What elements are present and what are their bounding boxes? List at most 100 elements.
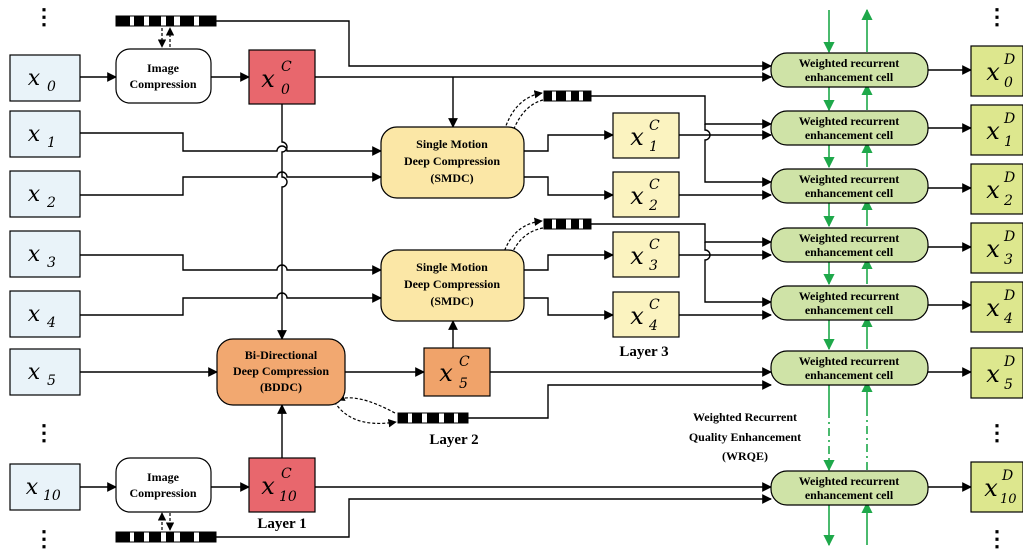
svg-text:D: D xyxy=(1001,468,1013,484)
svg-text:enhancement cell: enhancement cell xyxy=(805,303,894,317)
output-x10d: x D 10 xyxy=(970,461,1023,513)
svg-text:D: D xyxy=(1003,354,1015,370)
svg-text:x: x xyxy=(28,302,41,327)
svg-text:enhancement cell: enhancement cell xyxy=(805,128,894,142)
compressed-x3c: x C 3 xyxy=(612,231,680,278)
svg-text:Quality Enhancement: Quality Enhancement xyxy=(689,430,801,444)
arrow-smdc1-to-x1c xyxy=(524,130,614,152)
image-compression-top: Image Compression xyxy=(115,48,212,104)
svg-text:enhancement cell: enhancement cell xyxy=(805,186,894,200)
svg-text:Weighted recurrent: Weighted recurrent xyxy=(799,172,900,186)
compressed-x1c: x C 1 xyxy=(612,112,680,159)
svg-text:Weighted recurrent: Weighted recurrent xyxy=(799,114,900,128)
svg-text:Weighted recurrent: Weighted recurrent xyxy=(799,354,900,368)
svg-text:1: 1 xyxy=(47,135,56,151)
svg-text:⋮: ⋮ xyxy=(33,4,55,29)
wrqe-recurrence-arrows xyxy=(823,8,873,547)
svg-text:x: x xyxy=(630,242,644,270)
svg-text:C: C xyxy=(459,354,470,370)
svg-text:2: 2 xyxy=(648,198,658,214)
svg-text:10: 10 xyxy=(1000,492,1017,507)
svg-text:x: x xyxy=(28,242,41,267)
svg-text:Deep Compression: Deep Compression xyxy=(404,154,500,168)
svg-text:Image: Image xyxy=(147,61,180,75)
svg-text:C: C xyxy=(649,118,660,134)
svg-text:0: 0 xyxy=(1004,75,1013,91)
compressed-x2c: x C 2 xyxy=(612,171,680,218)
output-x1d: x D 1 xyxy=(970,104,1023,156)
svg-text:C: C xyxy=(281,466,292,482)
svg-text:1: 1 xyxy=(649,139,658,155)
svg-text:x: x xyxy=(26,475,39,500)
layer3-label: Layer 3 xyxy=(619,344,668,360)
cell-3: Weighted recurrent enhancement cell xyxy=(770,227,929,263)
svg-text:x: x xyxy=(986,294,1000,322)
arrow-x0c-to-bddc xyxy=(277,104,288,340)
svg-text:Deep Compression: Deep Compression xyxy=(404,277,500,291)
svg-text:C: C xyxy=(649,237,660,253)
input-x10: x 10 xyxy=(9,463,81,511)
svg-text:1: 1 xyxy=(1004,134,1013,150)
svg-text:0: 0 xyxy=(281,82,290,98)
input-x5: x 5 xyxy=(9,348,81,396)
svg-text:2: 2 xyxy=(46,195,56,211)
svg-text:x: x xyxy=(986,176,1000,204)
svg-text:C: C xyxy=(649,177,660,193)
svg-text:Single Motion: Single Motion xyxy=(416,137,488,151)
svg-text:C: C xyxy=(649,297,660,313)
cell-10: Weighted recurrent enhancement cell xyxy=(770,470,929,506)
cell-0: Weighted recurrent enhancement cell xyxy=(770,52,929,88)
smdc-box-1: Single Motion Deep Compression (SMDC) xyxy=(380,126,525,199)
svg-text:x: x xyxy=(261,65,275,93)
svg-text:C: C xyxy=(281,59,292,75)
output-frames: x D 0 x D 1 x D 2 x D 3 x D 4 xyxy=(970,45,1023,513)
image-compression-bottom: Image Compression xyxy=(115,457,212,513)
svg-text:x: x xyxy=(984,474,998,502)
svg-text:x: x xyxy=(986,235,1000,263)
svg-text:(SMDC): (SMDC) xyxy=(430,294,473,308)
bitstream-bottom xyxy=(115,531,217,543)
svg-text:3: 3 xyxy=(649,258,658,274)
cell-5: Weighted recurrent enhancement cell xyxy=(770,350,929,386)
svg-text:Image: Image xyxy=(147,470,180,484)
arrow-bitstream0-to-cell0 xyxy=(216,20,772,71)
input-x4: x 4 xyxy=(9,290,81,338)
svg-text:x: x xyxy=(28,66,41,91)
arrow-x4-to-smdc2 xyxy=(80,292,382,316)
enhancement-cells: Weighted recurrent enhancement cell Weig… xyxy=(770,52,929,506)
layer1-label: Layer 1 xyxy=(257,516,306,532)
bddc-box: Bi-Directional Deep Compression (BDDC) xyxy=(216,338,346,406)
svg-text:5: 5 xyxy=(47,373,56,389)
svg-text:x: x xyxy=(28,122,41,147)
arrow-bitstream3-to-cell5 xyxy=(468,380,772,419)
cell-1: Weighted recurrent enhancement cell xyxy=(770,110,929,146)
svg-text:D: D xyxy=(1003,170,1015,186)
svg-text:2: 2 xyxy=(1003,193,1013,209)
svg-text:x: x xyxy=(630,123,644,151)
svg-text:3: 3 xyxy=(47,255,56,271)
svg-text:⋮: ⋮ xyxy=(986,526,1008,550)
arrow-smdc2-to-x4c xyxy=(524,297,614,320)
ellipsis-dots: ⋮ ⋮ ⋮ ⋮ ⋮ ⋮ xyxy=(33,4,1008,550)
svg-text:(SMDC): (SMDC) xyxy=(430,171,473,185)
svg-text:enhancement cell: enhancement cell xyxy=(805,488,894,502)
svg-text:⋮: ⋮ xyxy=(986,4,1008,29)
output-x4d: x D 4 xyxy=(970,281,1023,333)
svg-text:x: x xyxy=(630,302,644,330)
compressed-x4c: x C 4 xyxy=(612,291,680,338)
svg-text:x: x xyxy=(986,117,1000,145)
output-x2d: x D 2 xyxy=(970,163,1023,215)
svg-text:Compression: Compression xyxy=(129,486,196,500)
svg-text:D: D xyxy=(1003,52,1015,68)
svg-text:(WRQE): (WRQE) xyxy=(722,449,768,463)
svg-text:Deep Compression: Deep Compression xyxy=(233,364,329,378)
svg-text:x: x xyxy=(28,360,41,385)
svg-text:enhancement cell: enhancement cell xyxy=(805,70,894,84)
arrow-smdc1-to-x2c xyxy=(524,176,614,200)
bitstream-smdc1 xyxy=(543,90,592,102)
svg-text:Weighted Recurrent: Weighted Recurrent xyxy=(693,410,797,424)
svg-text:5: 5 xyxy=(459,376,468,392)
input-x2: x 2 xyxy=(9,170,81,218)
svg-text:D: D xyxy=(1003,111,1015,127)
svg-text:4: 4 xyxy=(1003,311,1013,327)
